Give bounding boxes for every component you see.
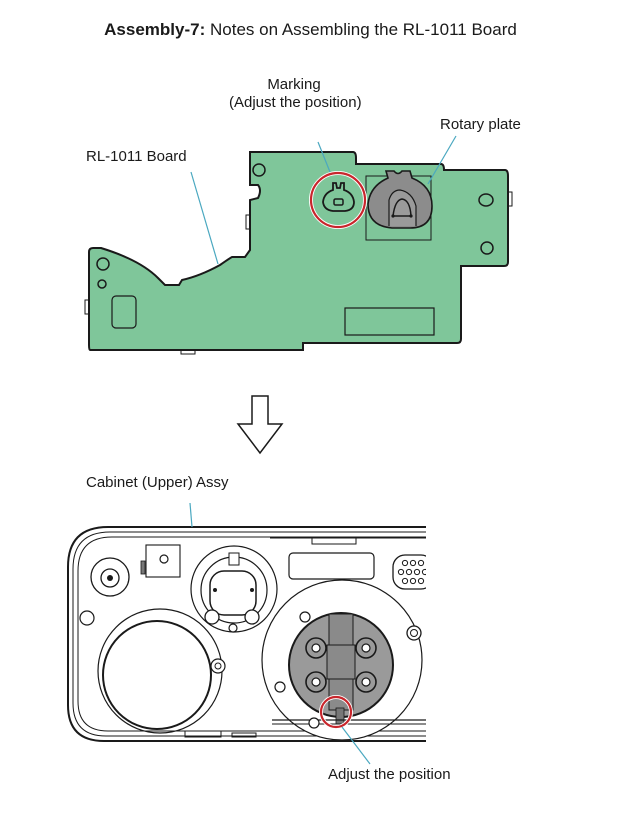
cabinet-slot bbox=[311, 537, 357, 545]
board-outline bbox=[88, 151, 509, 351]
top-dial bbox=[209, 570, 257, 616]
board-pad bbox=[111, 295, 137, 329]
cabinet-boss bbox=[214, 662, 222, 670]
bracket-hole bbox=[159, 554, 169, 564]
top-dial-pin bbox=[250, 588, 254, 592]
cabinet-boss bbox=[410, 629, 418, 637]
bottom-tab bbox=[231, 732, 257, 738]
rotary-pin bbox=[391, 214, 395, 218]
top-dial-pin bbox=[213, 588, 217, 592]
leader-line-marking bbox=[317, 141, 331, 173]
rl1011-board bbox=[84, 151, 513, 355]
bottom-tab bbox=[184, 730, 222, 738]
board-hole bbox=[480, 241, 494, 255]
rotary-plate-window bbox=[388, 189, 417, 226]
board-tab bbox=[507, 191, 513, 207]
top-dial-tab bbox=[228, 552, 240, 566]
board-hole bbox=[252, 163, 266, 177]
label-marking-line2: (Adjust the position) bbox=[229, 94, 362, 111]
rotor-bar-block bbox=[326, 644, 356, 680]
cabinet-boss bbox=[299, 611, 311, 623]
connector-port bbox=[392, 554, 426, 590]
board-hole bbox=[96, 257, 110, 271]
title-text: Notes on Assembling the RL-1011 Board bbox=[210, 20, 517, 39]
speaker bbox=[102, 620, 212, 730]
board-hole bbox=[478, 193, 494, 207]
marking-symbol bbox=[322, 182, 355, 212]
cabinet-upper-assy bbox=[67, 526, 426, 742]
left-knob-pin bbox=[107, 575, 113, 581]
marking-highlight-circle bbox=[309, 171, 367, 229]
label-cabinet: Cabinet (Upper) Assy bbox=[86, 474, 229, 491]
board-tab bbox=[245, 214, 251, 230]
label-rl1011-board: RL-1011 Board bbox=[86, 148, 187, 165]
display-window bbox=[288, 552, 375, 580]
step-arrow-icon bbox=[236, 395, 284, 455]
adjust-highlight-circle bbox=[319, 695, 353, 729]
cabinet-boss bbox=[274, 681, 286, 693]
bracket bbox=[145, 544, 181, 578]
connector-pins bbox=[397, 559, 426, 585]
top-dial-boss bbox=[204, 609, 220, 625]
page-title: Assembly-7: Notes on Assembling the RL-1… bbox=[0, 20, 621, 40]
title-prefix: Assembly-7: bbox=[104, 20, 206, 39]
leader-line-board bbox=[190, 171, 219, 265]
leader-line-cabinet bbox=[189, 502, 193, 528]
label-adjust-position: Adjust the position bbox=[328, 766, 451, 783]
cabinet-boss bbox=[308, 717, 320, 729]
board-connector bbox=[344, 307, 435, 336]
label-marking: Marking (Adjust the position) bbox=[229, 76, 362, 112]
board-hole bbox=[97, 279, 107, 289]
label-rotary-plate: Rotary plate bbox=[440, 116, 521, 133]
bracket-part bbox=[140, 560, 146, 575]
marking-slot bbox=[333, 198, 344, 206]
leader-line-rotary bbox=[427, 135, 457, 185]
cabinet-inner-rim bbox=[77, 536, 426, 732]
rotor-stem bbox=[335, 707, 345, 725]
label-marking-line1: Marking bbox=[267, 76, 321, 93]
leader-line-adjust bbox=[341, 726, 371, 765]
rotary-plate-hook bbox=[392, 198, 412, 217]
rotor-bosses bbox=[305, 637, 377, 693]
cabinet-inner-rim bbox=[72, 531, 426, 737]
cabinet-boss bbox=[79, 610, 95, 626]
rotary-pin bbox=[409, 214, 413, 218]
top-dial-boss bbox=[228, 623, 238, 633]
board-tab bbox=[180, 349, 196, 355]
cabinet-shell bbox=[67, 526, 426, 742]
board-tab bbox=[84, 299, 90, 315]
top-dial-boss bbox=[244, 609, 260, 625]
